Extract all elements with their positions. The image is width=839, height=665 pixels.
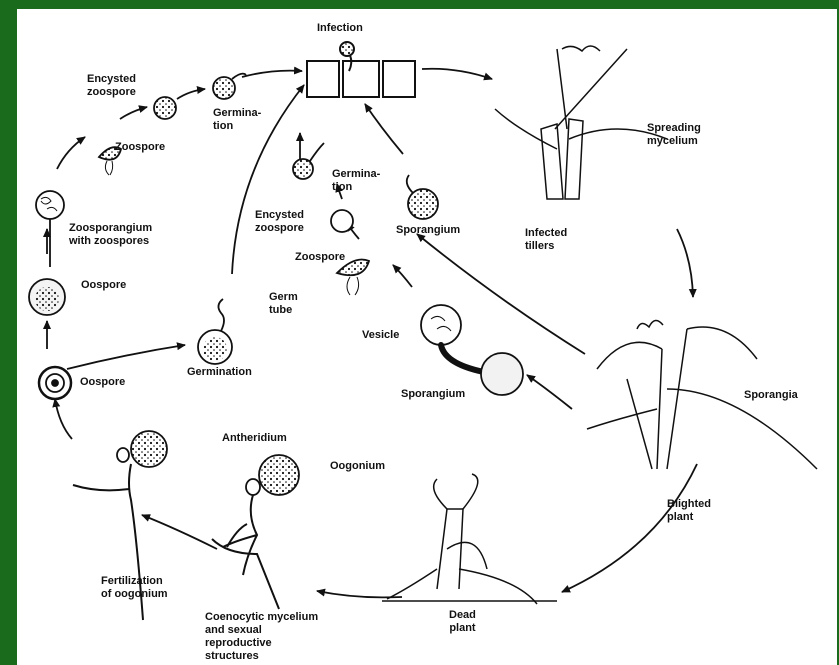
label-coenocytic-mycelium: Coenocytic mycelium and sexual reproduct… [205, 611, 318, 663]
diagram-canvas: Infection Encysted zoospore Germina- tio… [17, 9, 837, 665]
label-infection: Infection [317, 22, 363, 35]
label-oospore-lower: Oospore [80, 376, 125, 389]
dead-plant [382, 474, 557, 604]
infection-host-cells [307, 42, 415, 97]
label-vesicle: Vesicle [362, 329, 399, 342]
label-antheridium: Antheridium [222, 432, 287, 445]
label-oospore-upper: Oospore [81, 279, 126, 292]
label-sporangia: Sporangia [744, 389, 798, 402]
label-germination-mid: Germination [187, 366, 252, 379]
life-cycle-drawing [17, 9, 837, 665]
label-zoospore-top: Zoospore [115, 141, 165, 154]
spore-structures [29, 74, 523, 620]
label-germ-tube: Germ tube [269, 291, 298, 317]
label-sporangium-mid: Sporangium [401, 388, 465, 401]
label-infected-tillers: Infected tillers [525, 227, 567, 253]
label-zoospore-mid: Zoospore [295, 251, 345, 264]
label-zoosporangium: Zoosporangium with zoospores [69, 222, 152, 248]
label-germination-center: Germina- tion [332, 168, 380, 194]
label-encysted-zoospore-mid: Encysted zoospore [255, 209, 304, 235]
infected-tillers-plant [495, 46, 667, 199]
label-spreading-mycelium: Spreading mycelium [647, 122, 701, 148]
label-oogonium: Oogonium [330, 460, 385, 473]
label-dead-plant: Dead plant [449, 609, 476, 635]
label-fertilization: Fertilization of oogonium [101, 575, 168, 601]
label-encysted-zoospore-top: Encysted zoospore [87, 73, 136, 99]
label-sporangium-top: Sporangium [396, 224, 460, 237]
label-germination-top: Germina- tion [213, 107, 261, 133]
label-blighted-plant: Blighted plant [667, 498, 711, 524]
